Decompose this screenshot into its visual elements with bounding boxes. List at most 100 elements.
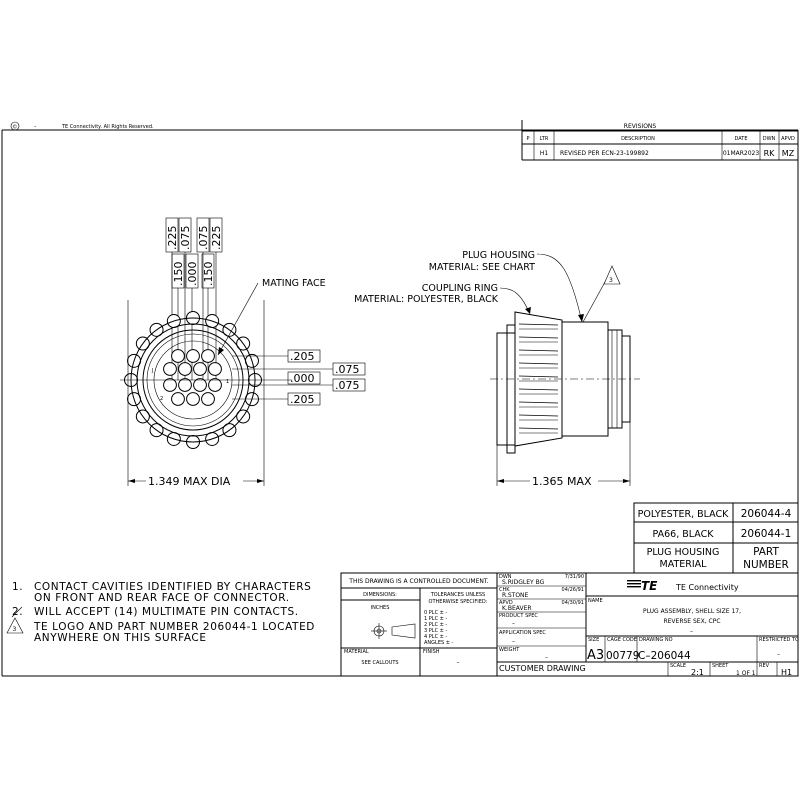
top-dim-outer-3: .075 — [197, 226, 210, 251]
coupling-ring-rib — [518, 388, 559, 391]
te-logo-text: TE — [641, 579, 658, 593]
tb-restricted: – — [777, 651, 780, 658]
copyright-text: TE Connectivity. All Rights Reserved. — [61, 124, 154, 130]
coupling-ring-callout: COUPLING RING MATERIAL: POLYESTER, BLACK — [354, 283, 531, 315]
tb-apvd-label: APVD — [499, 600, 513, 606]
tb-dwn-label: DWN — [499, 574, 512, 580]
front-view: .225 .075 .075 .225 .150 .000 .150 J — [120, 217, 366, 488]
copyright-dash: – — [34, 124, 37, 130]
note-3-line-1: TE LOGO AND PART NUMBER 206044-1 LOCATED — [33, 621, 315, 633]
tb-cage: 00779 — [606, 650, 639, 662]
right-dimension-boxes: .205 .075 .000 .075 .205 — [232, 349, 366, 406]
tb-tol-1: 1 PLC ± - — [424, 616, 447, 622]
tb-name-line-3: – — [690, 628, 693, 635]
note-3-flag-number: 3 — [609, 277, 613, 284]
top-dim-outer-4: .225 — [210, 226, 223, 251]
rev-header-dwn: DWN — [763, 136, 776, 142]
coupling-ring-rib — [518, 414, 559, 417]
cavity-marker-a: J — [151, 368, 153, 374]
revisions-table: REVISIONS P LTR DESCRIPTION DATE DWN APV… — [521, 120, 798, 161]
tb-finish-label: FINISH — [423, 649, 440, 655]
tb-name-line-1: PLUG ASSEMBLY, SHELL SIZE 17, — [643, 608, 741, 615]
copyright-symbol: © — [12, 123, 17, 130]
contact-cavity — [208, 378, 222, 392]
diameter-dimension: 1.349 MAX DIA — [128, 475, 264, 488]
tb-product-spec-label: PRODUCT SPEC — [499, 613, 538, 619]
contact-cavities — [163, 349, 222, 406]
tb-drawing-no-label: DRAWING NO — [639, 637, 673, 643]
tb-company-name: TE Connectivity — [675, 583, 739, 592]
rev-header-description: DESCRIPTION — [621, 136, 655, 142]
plug-housing-callout: PLUG HOUSING MATERIAL: SEE CHART — [429, 250, 584, 323]
contact-cavity — [201, 392, 215, 406]
coupling-ring-material: MATERIAL: POLYESTER, BLACK — [354, 294, 499, 305]
te-logo-icon: TE — [627, 579, 658, 593]
tb-chk-date: 04/26/91 — [562, 587, 584, 593]
rev-row-ltr: H1 — [540, 150, 549, 157]
chart-header-material-2: MATERIAL — [660, 559, 708, 570]
revisions-title: REVISIONS — [624, 123, 657, 130]
rev-row-date: 01MAR2023 — [723, 150, 760, 157]
mating-face-callout: MATING FACE — [217, 278, 326, 356]
tb-tolerances-label-2: OTHERWISE SPECIFIED: — [429, 599, 488, 605]
coupling-ring-rib — [518, 375, 559, 378]
length-dimension: 1.365 MAX — [497, 475, 630, 488]
rev-header-date: DATE — [734, 136, 747, 142]
cavity-marker-1: 1 — [226, 379, 229, 385]
general-notes: 1. CONTACT CAVITIES IDENTIFIED BY CHARAC… — [6, 581, 315, 644]
note-1-line-2: ON FRONT AND REAR FACE OF CONNECTOR. — [34, 592, 290, 604]
tb-application-spec-label: APPLICATION SPEC — [499, 630, 546, 636]
tb-customer-drawing: CUSTOMER DRAWING — [499, 664, 586, 673]
tb-rev: H1 — [781, 668, 792, 677]
chart-part-1: 206044-4 — [741, 508, 792, 520]
contact-cavity — [208, 362, 222, 376]
top-dim-inner-1: .150 — [172, 262, 185, 287]
coupling-ring-label: COUPLING RING — [422, 283, 498, 294]
coupling-ring-rib — [518, 362, 559, 365]
coupling-ring-rib — [518, 401, 559, 404]
right-dim-1: .205 — [290, 350, 315, 363]
tb-drawing-no: C–206044 — [638, 650, 691, 662]
tb-dwn-date: 7/31/90 — [565, 574, 584, 580]
tb-apvd-name: K.BEAVER — [502, 605, 532, 612]
contact-cavity — [163, 362, 177, 376]
connector-face: J 1 2 — [120, 300, 292, 486]
copyright-line: © – TE Connectivity. All Rights Reserved… — [10, 121, 154, 130]
note-2-line-1: WILL ACCEPT (14) MULTIMATE PIN CONTACTS. — [34, 606, 299, 618]
tb-tol-0: 0 PLC ± - — [424, 610, 447, 616]
contact-cavity — [193, 378, 207, 392]
material-chart: POLYESTER, BLACK 206044-4 PA66, BLACK 20… — [633, 502, 799, 574]
coupling-ring-rib — [518, 427, 559, 430]
side-view: PLUG HOUSING MATERIAL: SEE CHART COUPLIN… — [354, 250, 640, 488]
tb-tol-5: ANGLES ± - — [424, 640, 454, 646]
cavity-marker-2: 2 — [160, 396, 163, 402]
top-dim-inner-2: .000 — [186, 262, 199, 287]
tb-material-label: MATERIAL — [344, 649, 369, 655]
rev-row-apvd: MZ — [782, 149, 795, 158]
tb-apvd-date: 04/30/91 — [562, 600, 584, 606]
right-dim-3: .000 — [290, 372, 315, 385]
plug-body — [490, 311, 640, 486]
tb-scale: 2:1 — [691, 668, 704, 677]
rev-header-p: P — [526, 136, 529, 142]
tb-cage-label: CAGE CODE — [607, 637, 637, 643]
tb-sheet-label: SHEET — [712, 663, 729, 669]
chart-header-material-1: PLUG HOUSING — [647, 547, 720, 558]
tb-chk-name: R.STONE — [502, 592, 529, 599]
top-dim-outer-1: .225 — [166, 226, 179, 251]
contact-cavity — [171, 349, 185, 363]
tb-controlled: THIS DRAWING IS A CONTROLLED DOCUMENT. — [348, 578, 489, 585]
mating-face-label: MATING FACE — [262, 278, 326, 289]
tb-tol-2: 2 PLC ± - — [424, 622, 447, 628]
contact-cavity — [193, 362, 207, 376]
contact-cavity — [178, 378, 192, 392]
note-1-line-1: CONTACT CAVITIES IDENTIFIED BY CHARACTER… — [34, 581, 311, 593]
note-3-number: 3 — [13, 626, 17, 633]
rev-row-dwn: RK — [764, 149, 776, 158]
right-dim-2: .075 — [335, 363, 360, 376]
coupling-ring-rib — [518, 336, 559, 339]
right-dim-5: .205 — [290, 393, 315, 406]
length-label: 1.365 MAX — [532, 475, 592, 488]
contact-cavity — [163, 378, 177, 392]
